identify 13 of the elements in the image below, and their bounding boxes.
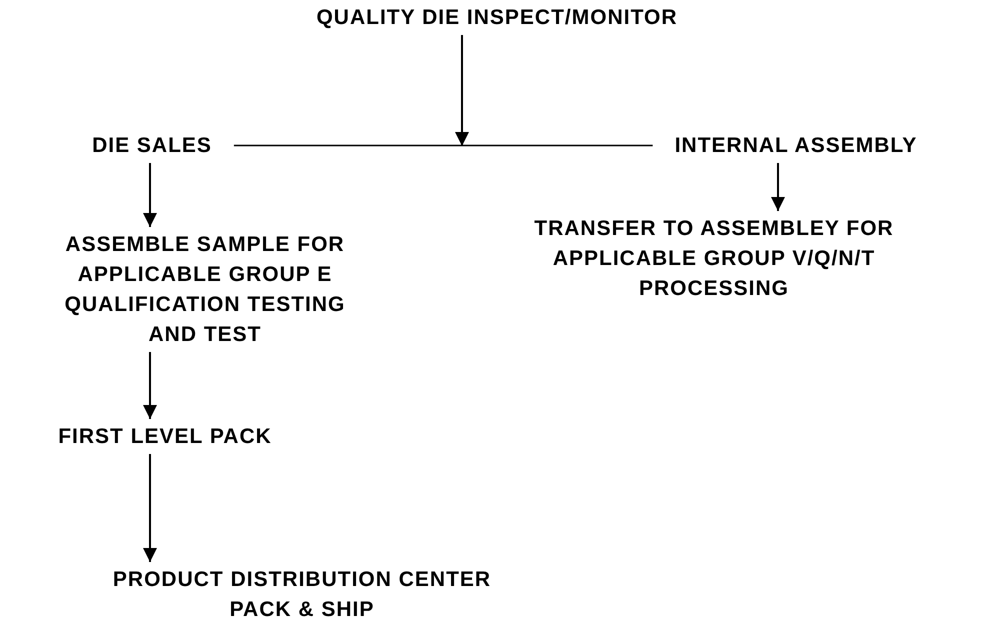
step-text: TRANSFER TO ASSEMBLEY FOR APPLICABLE GROUP V/Q/N/T PROCESSING [533,216,895,302]
connector-line [234,144,653,146]
step-text: INTERNAL ASSEMBLY [674,133,918,159]
step-text: ASSEMBLE SAMPLE FOR APPLICABLE GROUP E QUALIFICATION TESTING AND TEST [64,232,346,348]
arrow [455,35,469,146]
arrow [143,163,157,227]
step-text: PRODUCT DISTRIBUTION CENTER PACK & SHIP [112,567,492,623]
step-text: FIRST LEVEL PACK [57,424,273,450]
step-text: QUALITY DIE INSPECT/MONITOR [315,5,679,31]
arrow [143,454,157,562]
arrow [143,352,157,419]
arrow [771,163,785,211]
step-text: DIE SALES [91,133,213,159]
